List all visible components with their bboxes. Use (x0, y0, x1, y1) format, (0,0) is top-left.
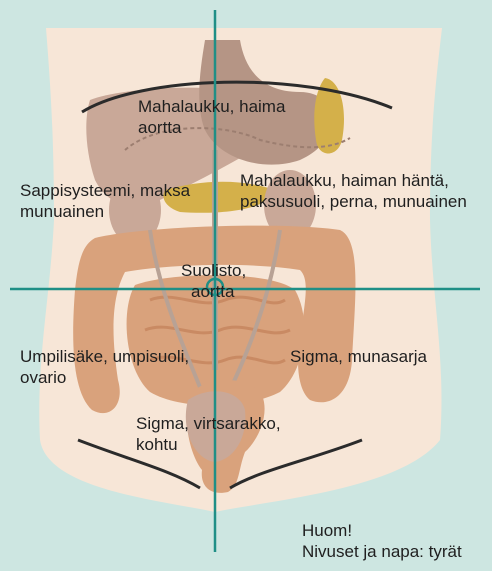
label-text: Suolisto, (181, 260, 246, 281)
label-text: aortta (138, 117, 285, 138)
label-lower-center: Sigma, virtsarakko, kohtu (136, 413, 281, 455)
label-upper-left: Sappisysteemi, maksa munuainen (20, 180, 190, 222)
note: Huom! Nivuset ja napa: tyrät (302, 520, 462, 562)
note-title: Huom! (302, 520, 462, 541)
label-text: Umpilisäke, umpisuoli, (20, 346, 189, 367)
label-lower-left: Umpilisäke, umpisuoli, ovario (20, 346, 189, 388)
note-text: Nivuset ja napa: tyrät (302, 541, 462, 562)
label-upper-right: Mahalaukku, haiman häntä, paksusuoli, pe… (240, 170, 467, 212)
label-text: Sappisysteemi, maksa (20, 180, 190, 201)
label-text: ovario (20, 367, 189, 388)
label-lower-right: Sigma, munasarja (290, 346, 427, 367)
label-text: Mahalaukku, haiman häntä, (240, 170, 467, 191)
label-text: Mahalaukku, haima (138, 96, 285, 117)
label-center: Suolisto, aortta (181, 260, 246, 302)
label-text: Sigma, munasarja (290, 346, 427, 367)
label-text: aortta (181, 281, 246, 302)
label-text: paksusuoli, perna, munuainen (240, 191, 467, 212)
label-text: Sigma, virtsarakko, (136, 413, 281, 434)
label-text: munuainen (20, 201, 190, 222)
label-text: kohtu (136, 434, 281, 455)
label-upper-center: Mahalaukku, haima aortta (138, 96, 285, 138)
